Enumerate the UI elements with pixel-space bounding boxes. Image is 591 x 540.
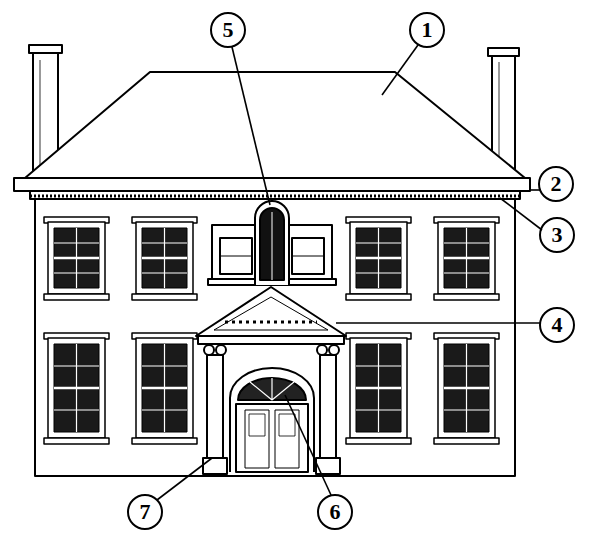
window-muntin: [356, 242, 401, 243]
window-muntin: [54, 257, 99, 260]
window-muntin: [54, 272, 99, 273]
window-muntin: [54, 242, 99, 243]
window-muntin: [444, 242, 489, 243]
window-muntin: [444, 409, 489, 410]
window-part: [54, 344, 99, 432]
window-part: [54, 228, 99, 288]
window-part: [350, 222, 407, 294]
window-muntin: [356, 257, 401, 260]
window-part: [346, 438, 411, 444]
window-muntin: [142, 409, 187, 410]
window-muntin: [444, 257, 489, 260]
callout-number: 7: [140, 501, 151, 523]
window-muntin: [142, 242, 187, 243]
window-part: [132, 438, 197, 444]
window-muntin: [444, 387, 489, 390]
callout-number: 3: [552, 224, 563, 246]
window-part: [44, 294, 109, 300]
window-part: [346, 294, 411, 300]
window-part: [142, 228, 187, 288]
window-muntin: [54, 387, 99, 390]
window-muntin: [142, 272, 187, 273]
window-part: [434, 294, 499, 300]
window-muntin: [142, 387, 187, 390]
window-muntin: [356, 409, 401, 410]
callout-number: 4: [552, 314, 563, 336]
callout-number: 5: [223, 19, 234, 41]
window-part: [350, 338, 407, 438]
window-part: [132, 294, 197, 300]
window-muntin: [142, 257, 187, 260]
callout-number: 2: [551, 173, 562, 195]
callout-number: 1: [422, 19, 433, 41]
window-part: [444, 344, 489, 432]
window-muntin: [356, 387, 401, 390]
window-muntin: [444, 365, 489, 366]
window-part: [444, 228, 489, 288]
window-part: [438, 222, 495, 294]
window-part: [434, 438, 499, 444]
window-part: [136, 338, 193, 438]
window-muntin: [54, 365, 99, 366]
window-part: [48, 222, 105, 294]
window-muntin: [142, 365, 187, 366]
window-part: [136, 222, 193, 294]
window-part: [142, 344, 187, 432]
callout-number: 6: [330, 501, 341, 523]
window-part: [356, 344, 401, 432]
window-part: [356, 228, 401, 288]
window-muntin: [356, 365, 401, 366]
window-muntin: [356, 272, 401, 273]
window-part: [44, 438, 109, 444]
window-part: [438, 338, 495, 438]
window-muntin: [444, 272, 489, 273]
window-part: [48, 338, 105, 438]
window-muntin: [54, 409, 99, 410]
